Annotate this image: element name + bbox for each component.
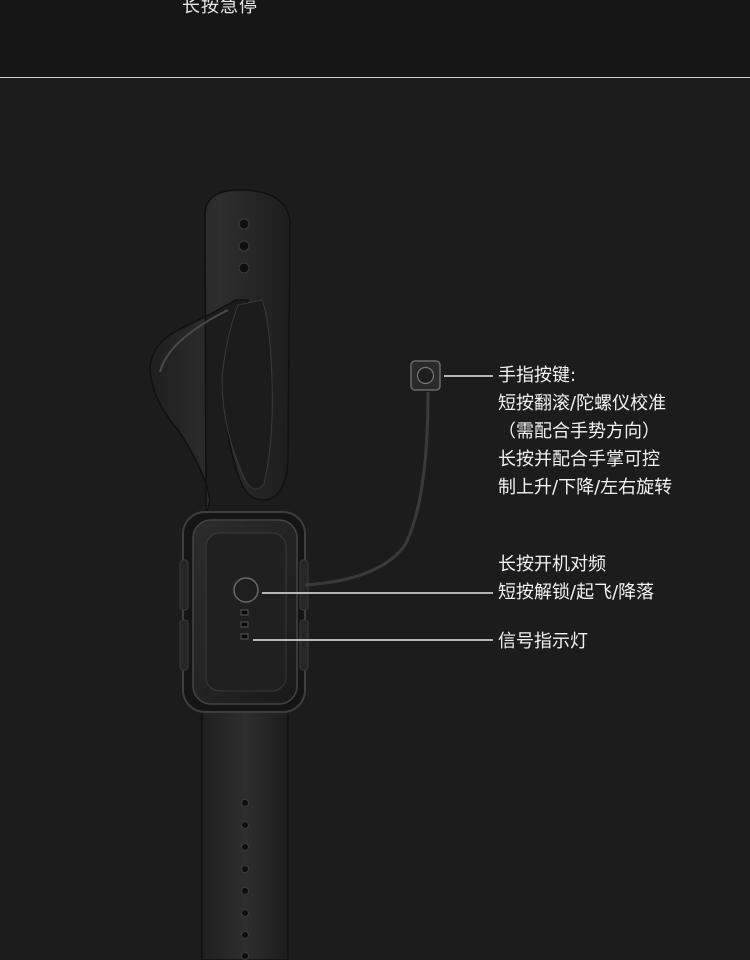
indicator-description: 信号指示灯 (498, 631, 588, 652)
finger-button-icon (410, 360, 441, 391)
strap-hole (241, 821, 249, 829)
strap-hole (241, 887, 249, 895)
strap-hole (238, 240, 250, 252)
strap-hole (238, 218, 250, 230)
strap-hole (241, 909, 249, 917)
strap-hole (238, 262, 250, 274)
indicator-led (240, 633, 249, 640)
main-button-line: 短按解锁/起飞/降落 (498, 582, 655, 603)
indicator-led (240, 609, 249, 616)
main-button-description: 长按开机对频 短按解锁/起飞/降落 (498, 551, 654, 607)
lower-strap (201, 699, 289, 960)
finger-button-cable (304, 391, 430, 587)
strap-holes-bottom (241, 799, 249, 960)
upper-strap (149, 189, 291, 516)
power-button-icon (233, 577, 259, 603)
indicator-led (240, 621, 249, 628)
main-button-line: 长按开机对频 (498, 554, 606, 575)
top-caption: 长按急停 (182, 0, 258, 17)
strap-hole (241, 843, 249, 851)
section-divider (0, 77, 750, 78)
finger-button-title: 手指按键: (498, 365, 577, 386)
strap-hole (241, 799, 249, 807)
strap-holes-top (238, 218, 250, 274)
strap-hole (241, 952, 249, 960)
strap-hole (241, 931, 249, 939)
finger-button-line: 短按翻滚/陀螺仪校准 (498, 393, 667, 414)
finger-button-description: 手指按键: 短按翻滚/陀螺仪校准 （需配合手势方向） 长按并配合手掌可控 制上升… (498, 362, 672, 502)
strap-hole (241, 865, 249, 873)
finger-button-line: 制上升/下降/左右旋转 (498, 477, 673, 498)
signal-indicator-leds (240, 609, 249, 640)
top-band: 长按急停 (0, 0, 750, 78)
finger-button-line: （需配合手势方向） (498, 421, 660, 442)
finger-button-line: 长按并配合手掌可控 (498, 449, 660, 470)
